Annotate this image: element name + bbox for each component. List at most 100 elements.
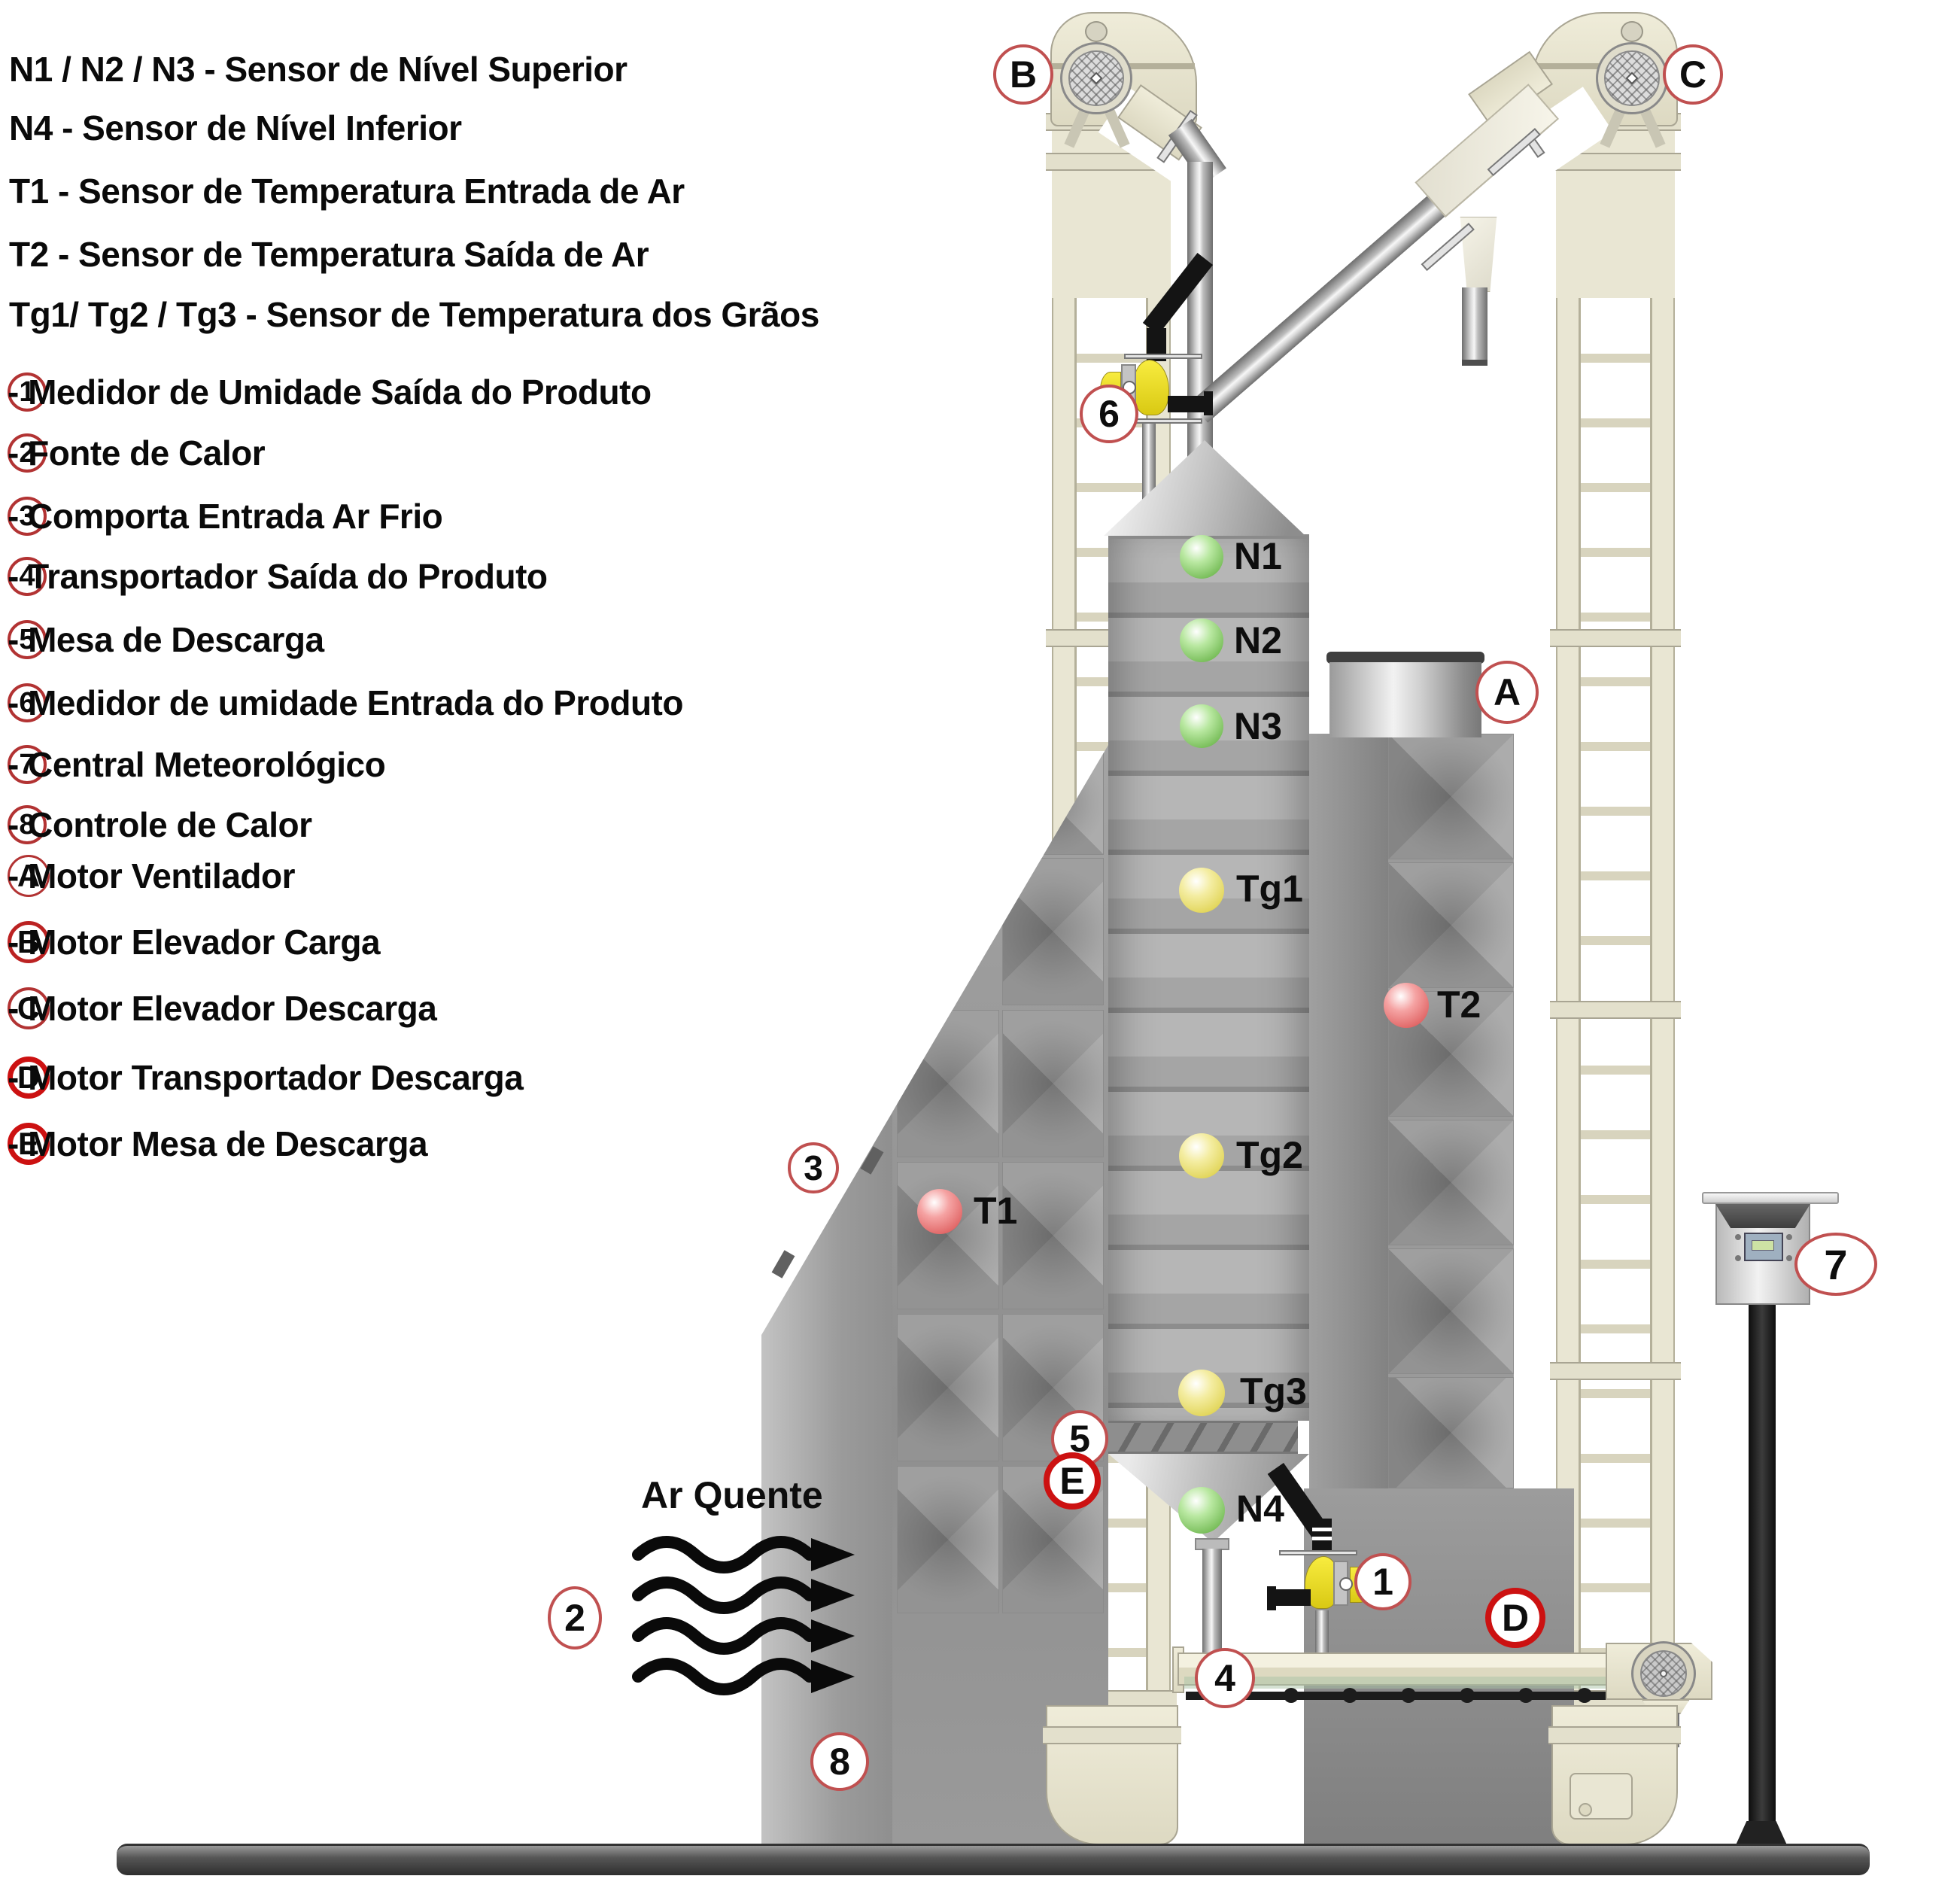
weather-bolt	[1735, 1234, 1741, 1240]
marker-motor-d: D	[1485, 1588, 1545, 1648]
marker-meter-1: 1	[1354, 1553, 1412, 1610]
sensor-t2	[1384, 983, 1429, 1028]
motor-c-cap	[1621, 21, 1643, 42]
sensor-n1-label: N1	[1234, 535, 1282, 577]
legend-sensor-line: Tg1/ Tg2 / Tg3 - Sensor de Temperatura d…	[9, 295, 819, 334]
elevator-b-boot-band	[1043, 1726, 1181, 1744]
legend-symbol-b-icon: B	[8, 921, 50, 963]
meter1-dial	[1339, 1577, 1353, 1591]
sensor-tg1	[1179, 868, 1224, 913]
marker-heat-2: 2	[548, 1586, 602, 1649]
sensor-tg3	[1178, 1370, 1225, 1416]
legend-label-3: - Comporta Entrada Ar Frio	[8, 497, 443, 536]
meter6-bar	[1168, 396, 1207, 412]
marker-motor-b: B	[993, 44, 1053, 105]
x-panel	[1002, 858, 1104, 1005]
x-panel	[1388, 734, 1514, 859]
elevator-c-band	[1550, 1001, 1681, 1019]
legend-label-6: - Medidor de umidade Entrada do Produto	[8, 683, 683, 722]
legend-label-7: - Central Meteorológico	[8, 745, 386, 784]
sensor-t1-label: T1	[974, 1190, 1018, 1232]
ground-bar	[117, 1844, 1870, 1875]
motor-b-cap	[1085, 21, 1108, 42]
legend-label-8: - Controle de Calor	[8, 805, 312, 844]
sensor-tg2-label: Tg2	[1236, 1134, 1303, 1176]
chain-paddle	[1401, 1688, 1416, 1703]
x-panel	[1002, 1162, 1104, 1309]
legend-sensor-line: T2 - Sensor de Temperatura Saída de Ar	[9, 235, 649, 274]
x-panel	[897, 1010, 999, 1157]
fan-housing-body	[1329, 662, 1481, 737]
bypass-hanging-pipe	[1462, 287, 1487, 366]
hopper-drop-pipe	[1202, 1549, 1222, 1654]
meter1-drop-pipe	[1315, 1610, 1329, 1654]
x-panel	[897, 1466, 999, 1613]
meter1-bar-cap	[1267, 1586, 1276, 1610]
legend-label-e: - Motor Mesa de Descarga	[8, 1124, 428, 1163]
elevator-c-band	[1550, 629, 1681, 647]
marker-control-8: 8	[810, 1732, 869, 1791]
meter6-flange-top	[1124, 354, 1202, 359]
weather-display-screen	[1752, 1240, 1774, 1251]
legend-symbol-4-icon: 4	[8, 557, 47, 596]
marker-fan-a: A	[1475, 661, 1539, 724]
marker-gate-3: 3	[788, 1142, 839, 1193]
legend-symbol-c-icon: C	[8, 987, 50, 1029]
fan-housing-rim	[1326, 652, 1484, 664]
dryer-right-xcolumn	[1388, 734, 1514, 1488]
x-panel	[1388, 1248, 1514, 1374]
legend-sensor-line: T1 - Sensor de Temperatura Entrada de Ar	[9, 172, 685, 211]
sensor-tg1-label: Tg1	[1236, 868, 1303, 910]
dryer-right-wall	[1309, 734, 1388, 1488]
hot-air-label: Ar Quente	[641, 1474, 823, 1516]
legend-label-a: - Motor Ventilador	[8, 856, 296, 895]
air-gate-tab	[771, 1250, 795, 1279]
elevator-c-rail-right	[1651, 120, 1675, 1697]
x-panel	[897, 1314, 999, 1461]
x-panel	[1388, 1120, 1514, 1245]
sensor-t2-label: T2	[1437, 984, 1481, 1026]
elevator-c-window	[1580, 298, 1651, 1697]
sensor-n1	[1180, 535, 1223, 579]
sensor-n3-label: N3	[1234, 705, 1282, 747]
x-panel	[1388, 1377, 1514, 1488]
hot-air-arrows-icon	[632, 1536, 855, 1695]
legend-symbol-a-icon: A	[8, 855, 50, 897]
meter1-pipe-vert	[1312, 1519, 1332, 1553]
legend-label-1: - Medidor de Umidade Saída do Produto	[8, 372, 652, 412]
legend-label-d: - Motor Transportador Descarga	[8, 1058, 524, 1097]
x-panel	[1388, 862, 1514, 988]
x-panel	[897, 1162, 999, 1309]
meter1-pipe-stripe	[1312, 1528, 1332, 1531]
weather-station-cap	[1702, 1192, 1839, 1204]
legend-label-b: - Motor Elevador Carga	[8, 923, 381, 962]
weather-pole-base	[1735, 1821, 1788, 1847]
legend-sensor-line: N4 - Sensor de Nível Inferior	[9, 108, 462, 147]
legend-label-c: - Motor Elevador Descarga	[8, 989, 437, 1028]
weather-bolt	[1786, 1255, 1792, 1261]
legend-label-4: - Transportador Saída do Produto	[8, 557, 548, 596]
legend-symbol-8-icon: 8	[8, 805, 47, 844]
meter1-bar	[1272, 1589, 1311, 1606]
marker-weather-7: 7	[1794, 1233, 1877, 1296]
motor-c-hub	[1625, 71, 1639, 85]
weather-bolt	[1786, 1234, 1792, 1240]
sensor-n4-label: N4	[1236, 1488, 1284, 1530]
legend-symbol-3-icon: 3	[8, 497, 47, 536]
chain-paddle	[1577, 1688, 1592, 1703]
legend-label-5: - Mesa de Descarga	[8, 620, 324, 659]
fan-motor-b-icon	[1062, 44, 1130, 112]
chain-paddle	[1460, 1688, 1475, 1703]
fan-motor-c-icon	[1598, 44, 1666, 112]
legend-label-2: - Fonte de Calor	[8, 433, 266, 473]
legend-sensor-line: N1 / N2 / N3 - Sensor de Nível Superior	[9, 50, 628, 89]
legend-symbol-7-icon: 7	[8, 745, 47, 784]
elevator-c-boot-band	[1548, 1726, 1681, 1744]
meter6-body	[1133, 360, 1169, 415]
sensor-t1	[917, 1189, 962, 1234]
chain-paddle	[1518, 1688, 1533, 1703]
weather-station-hood	[1715, 1204, 1810, 1228]
legend-symbol-6-icon: 6	[8, 683, 47, 722]
elevator-c-rail-left	[1556, 120, 1580, 1697]
sensor-n2	[1180, 619, 1223, 662]
